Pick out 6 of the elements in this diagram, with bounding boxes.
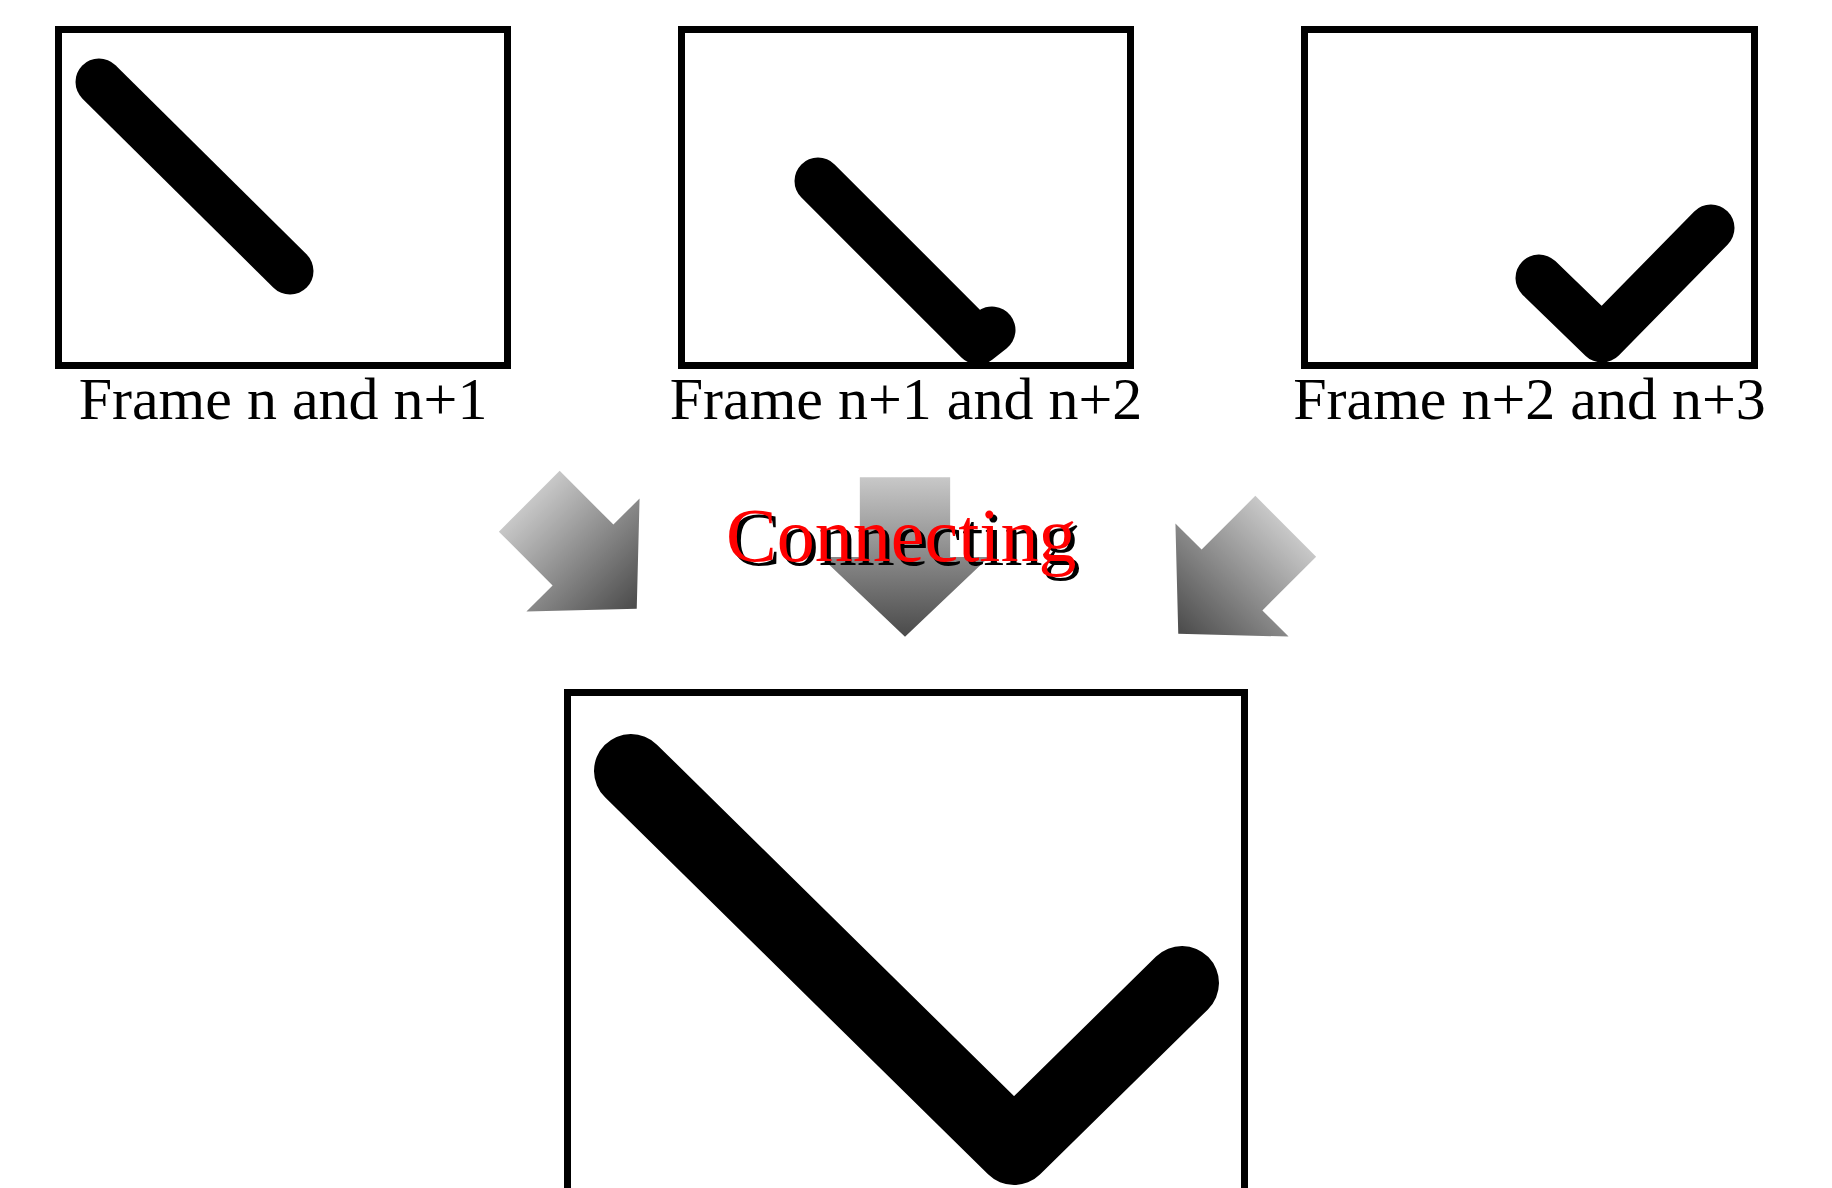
block-arrow [1175, 495, 1317, 637]
frame-caption: Frame n+2 and n+3 [1293, 366, 1766, 432]
frame-caption: Frame n and n+1 [78, 366, 488, 432]
frame-caption: Frame n+1 and n+2 [669, 366, 1143, 432]
frame-box [564, 689, 1248, 1188]
block-arrow [498, 470, 640, 612]
